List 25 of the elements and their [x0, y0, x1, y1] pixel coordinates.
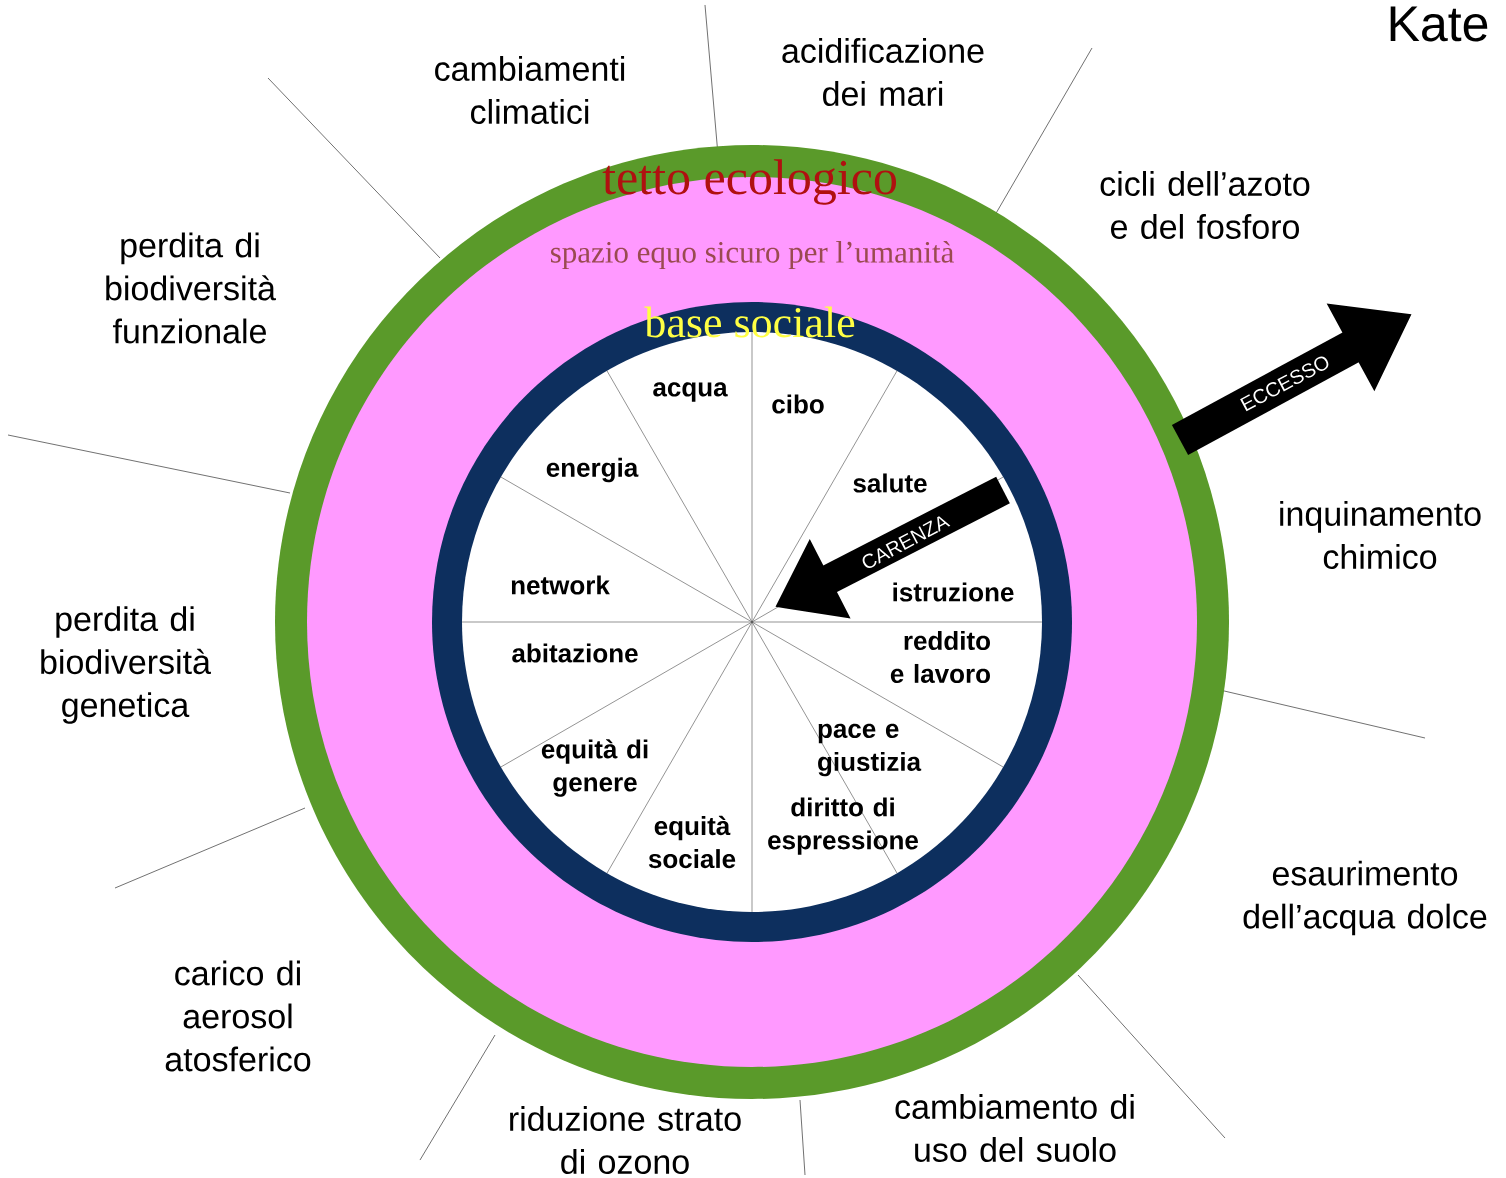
ring-title: base sociale [644, 306, 855, 338]
need-label: diritto di espressione [768, 797, 918, 855]
need-label: reddito e lavoro [890, 630, 990, 684]
boundary-label: perdita di biodiversità genetica [41, 606, 211, 724]
boundary-label: acidificazione dei mari [782, 38, 984, 106]
need-label: istruzione [893, 582, 1014, 602]
need-label: salute [853, 473, 927, 493]
need-label: equità di genere [541, 739, 648, 797]
need-label: cibo [772, 394, 824, 414]
ring-title: spazio equo sicuro per l’umanità [551, 240, 954, 270]
boundary-label: carico di aerosol atosferico [165, 960, 311, 1072]
need-label: equità sociale [648, 815, 736, 869]
boundary-label: inquinamento chimico [1280, 501, 1481, 569]
boundary-label: cicli dell’azoto e del fosforo [1100, 171, 1310, 239]
boundary-label: perdita di biodiversità funzionale [106, 232, 276, 344]
need-label: energia [546, 457, 639, 483]
boundary-label: cambiamento di uso del suolo [895, 1094, 1134, 1162]
need-label: pace e giustizia [818, 723, 922, 777]
need-label: network [511, 575, 610, 595]
boundary-label: cambiamenti climatici [435, 56, 625, 124]
need-label: acqua [653, 382, 728, 402]
boundary-label: esaurimento dell’acqua dolce [1243, 860, 1487, 936]
boundary-label: riduzione strato di ozono [510, 1106, 741, 1174]
need-label: abitazione [512, 643, 638, 663]
author-name: Kate [1390, 6, 1488, 42]
